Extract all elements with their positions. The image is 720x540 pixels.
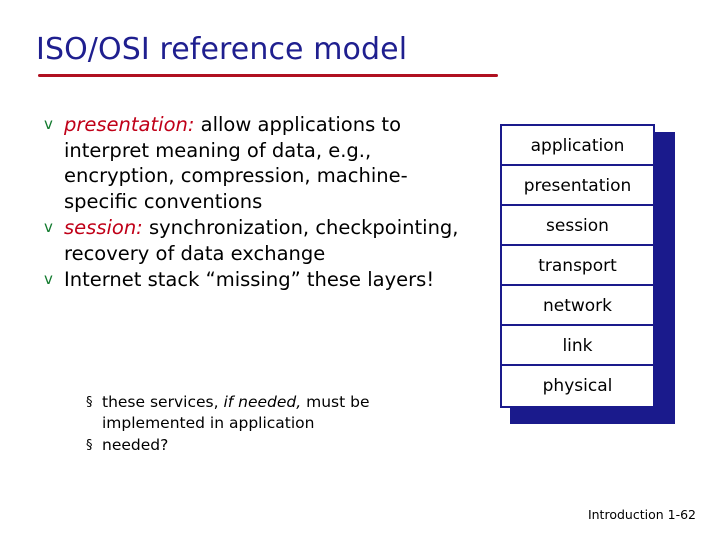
bullet-body: Internet stack “missing” these layers! bbox=[64, 268, 435, 291]
sub-bullet-text: these services, if needed, must be imple… bbox=[102, 392, 466, 434]
bullet-marker-icon: v bbox=[44, 270, 53, 288]
bullet-marker-icon: v bbox=[44, 218, 53, 236]
stack-layer-network: network bbox=[502, 286, 653, 326]
bullet-body: synchronization, checkpointing, recovery… bbox=[64, 216, 459, 265]
list-item: § these services, if needed, must be imp… bbox=[86, 392, 466, 434]
stack-layer-transport: transport bbox=[502, 246, 653, 286]
stack-layer-session: session bbox=[502, 206, 653, 246]
sub-bullet-text: needed? bbox=[102, 435, 168, 456]
stack-layer-physical: physical bbox=[502, 366, 653, 406]
sub-bullet-pre: needed? bbox=[102, 436, 169, 454]
bullet-marker-icon: v bbox=[44, 115, 53, 133]
list-item: v session: synchronization, checkpointin… bbox=[44, 215, 464, 266]
list-item: § needed? bbox=[86, 435, 466, 456]
list-item: v Internet stack “missing” these layers! bbox=[44, 267, 464, 293]
bullet-text: presentation: allow applications to inte… bbox=[64, 112, 464, 214]
sub-bullet-post: must be implemented in application bbox=[102, 393, 370, 432]
bullet-text: Internet stack “missing” these layers! bbox=[64, 267, 434, 293]
stack-layer-link: link bbox=[502, 326, 653, 366]
slide-footer: Introduction 1-62 bbox=[587, 507, 696, 522]
title-underline bbox=[38, 74, 498, 77]
osi-stack-diagram: application presentation session transpo… bbox=[500, 124, 675, 424]
sub-bullet-pre: these services, bbox=[102, 393, 224, 411]
sub-bullet-list: § these services, if needed, must be imp… bbox=[86, 392, 466, 457]
sub-bullet-marker-icon: § bbox=[86, 438, 93, 453]
bullet-body: allow applications to interpret meaning … bbox=[64, 113, 408, 213]
bullet-list: v presentation: allow applications to in… bbox=[44, 112, 464, 294]
list-item: v presentation: allow applications to in… bbox=[44, 112, 464, 214]
bullet-keyword: session: bbox=[64, 216, 143, 239]
stack-layer-presentation: presentation bbox=[502, 166, 653, 206]
stack-layer-list: application presentation session transpo… bbox=[500, 124, 655, 408]
page-title: ISO/OSI reference model bbox=[36, 32, 408, 67]
sub-bullet-italic: if needed, bbox=[223, 393, 302, 411]
bullet-text: session: synchronization, checkpointing,… bbox=[64, 215, 464, 266]
stack-layer-application: application bbox=[502, 126, 653, 166]
bullet-keyword: presentation: bbox=[64, 113, 195, 136]
sub-bullet-marker-icon: § bbox=[86, 395, 93, 410]
